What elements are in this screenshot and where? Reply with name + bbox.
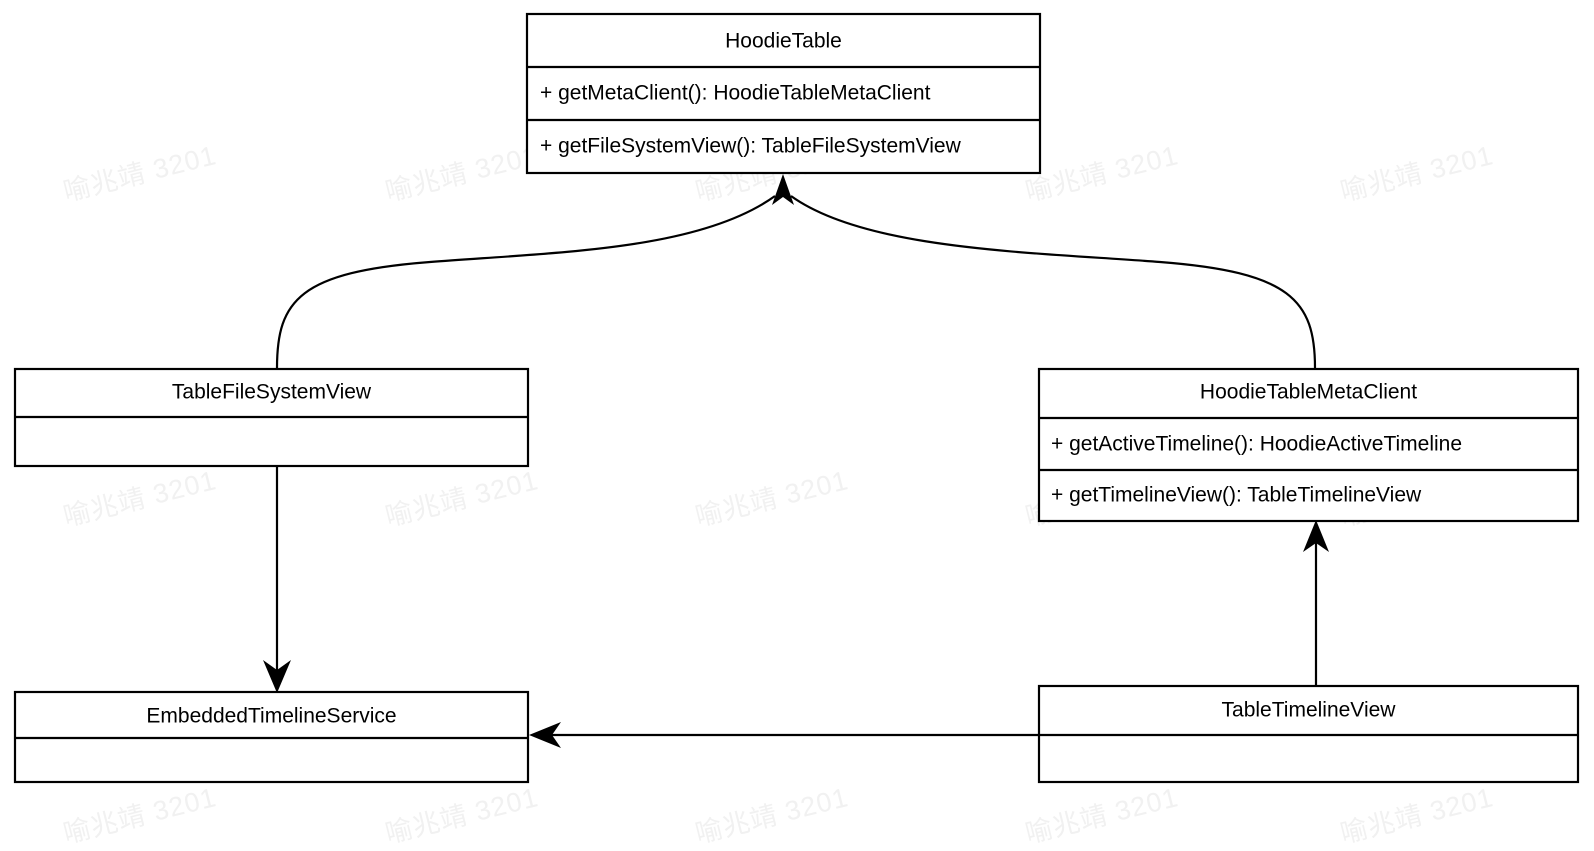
class-name-hoodie-table: HoodieTable: [725, 30, 842, 53]
relationship-tablefilesystemview-to-hoodietable: [275, 195, 776, 369]
class-member: + getTimelineView(): TableTimelineView: [1051, 484, 1422, 507]
class-member: + getActiveTimeline(): HoodieActiveTimel…: [1051, 433, 1462, 456]
class-member: + getMetaClient(): HoodieTableMetaClient: [540, 82, 931, 105]
class-box-hoodie-table[interactable]: HoodieTable + getMetaClient(): HoodieTab…: [525, 12, 1042, 175]
class-name-table-file-system-view: TableFileSystemView: [172, 381, 372, 404]
relationship-tabletimelineview-to-embeddedtimelineservice: [529, 722, 1039, 748]
uml-class-diagram: 喻兆靖 3201 喻兆靖 3201 喻兆靖 3201 喻兆靖 3201 喻兆靖 …: [13, 12, 1580, 850]
relationship-hoodietablemetaclient-to-hoodietable: [790, 195, 1317, 369]
relationship-tablefilesystemview-to-embeddedtimelineservice: [263, 466, 291, 693]
arrowhead-into-embeddedtimelineservice-top: [263, 660, 291, 693]
class-box-outline: [525, 12, 1042, 175]
class-name-embedded-timeline-service: EmbeddedTimelineService: [146, 705, 396, 728]
arrowhead-into-embeddedtimelineservice-right: [529, 722, 561, 748]
edge-line: [790, 195, 1317, 369]
class-box-table-file-system-view[interactable]: TableFileSystemView: [13, 367, 530, 468]
class-member: + getFileSystemView(): TableFileSystemVi…: [540, 135, 962, 158]
class-box-table-timeline-view[interactable]: TableTimelineView: [1037, 684, 1580, 784]
arrowhead-into-hoodietablemetaclient-bottom: [1303, 520, 1329, 552]
relationship-tabletimelineview-to-hoodietablemetaclient: [1303, 520, 1329, 686]
class-name-hoodie-table-meta-client: HoodieTableMetaClient: [1200, 381, 1417, 404]
edge-line: [275, 195, 776, 369]
class-box-hoodie-table-meta-client[interactable]: HoodieTableMetaClient + getActiveTimelin…: [1037, 367, 1580, 523]
class-box-outline: [1037, 367, 1580, 523]
class-name-table-timeline-view: TableTimelineView: [1222, 699, 1397, 722]
arrowhead-into-hoodietable: [772, 174, 794, 205]
class-box-embedded-timeline-service[interactable]: EmbeddedTimelineService: [13, 690, 530, 784]
